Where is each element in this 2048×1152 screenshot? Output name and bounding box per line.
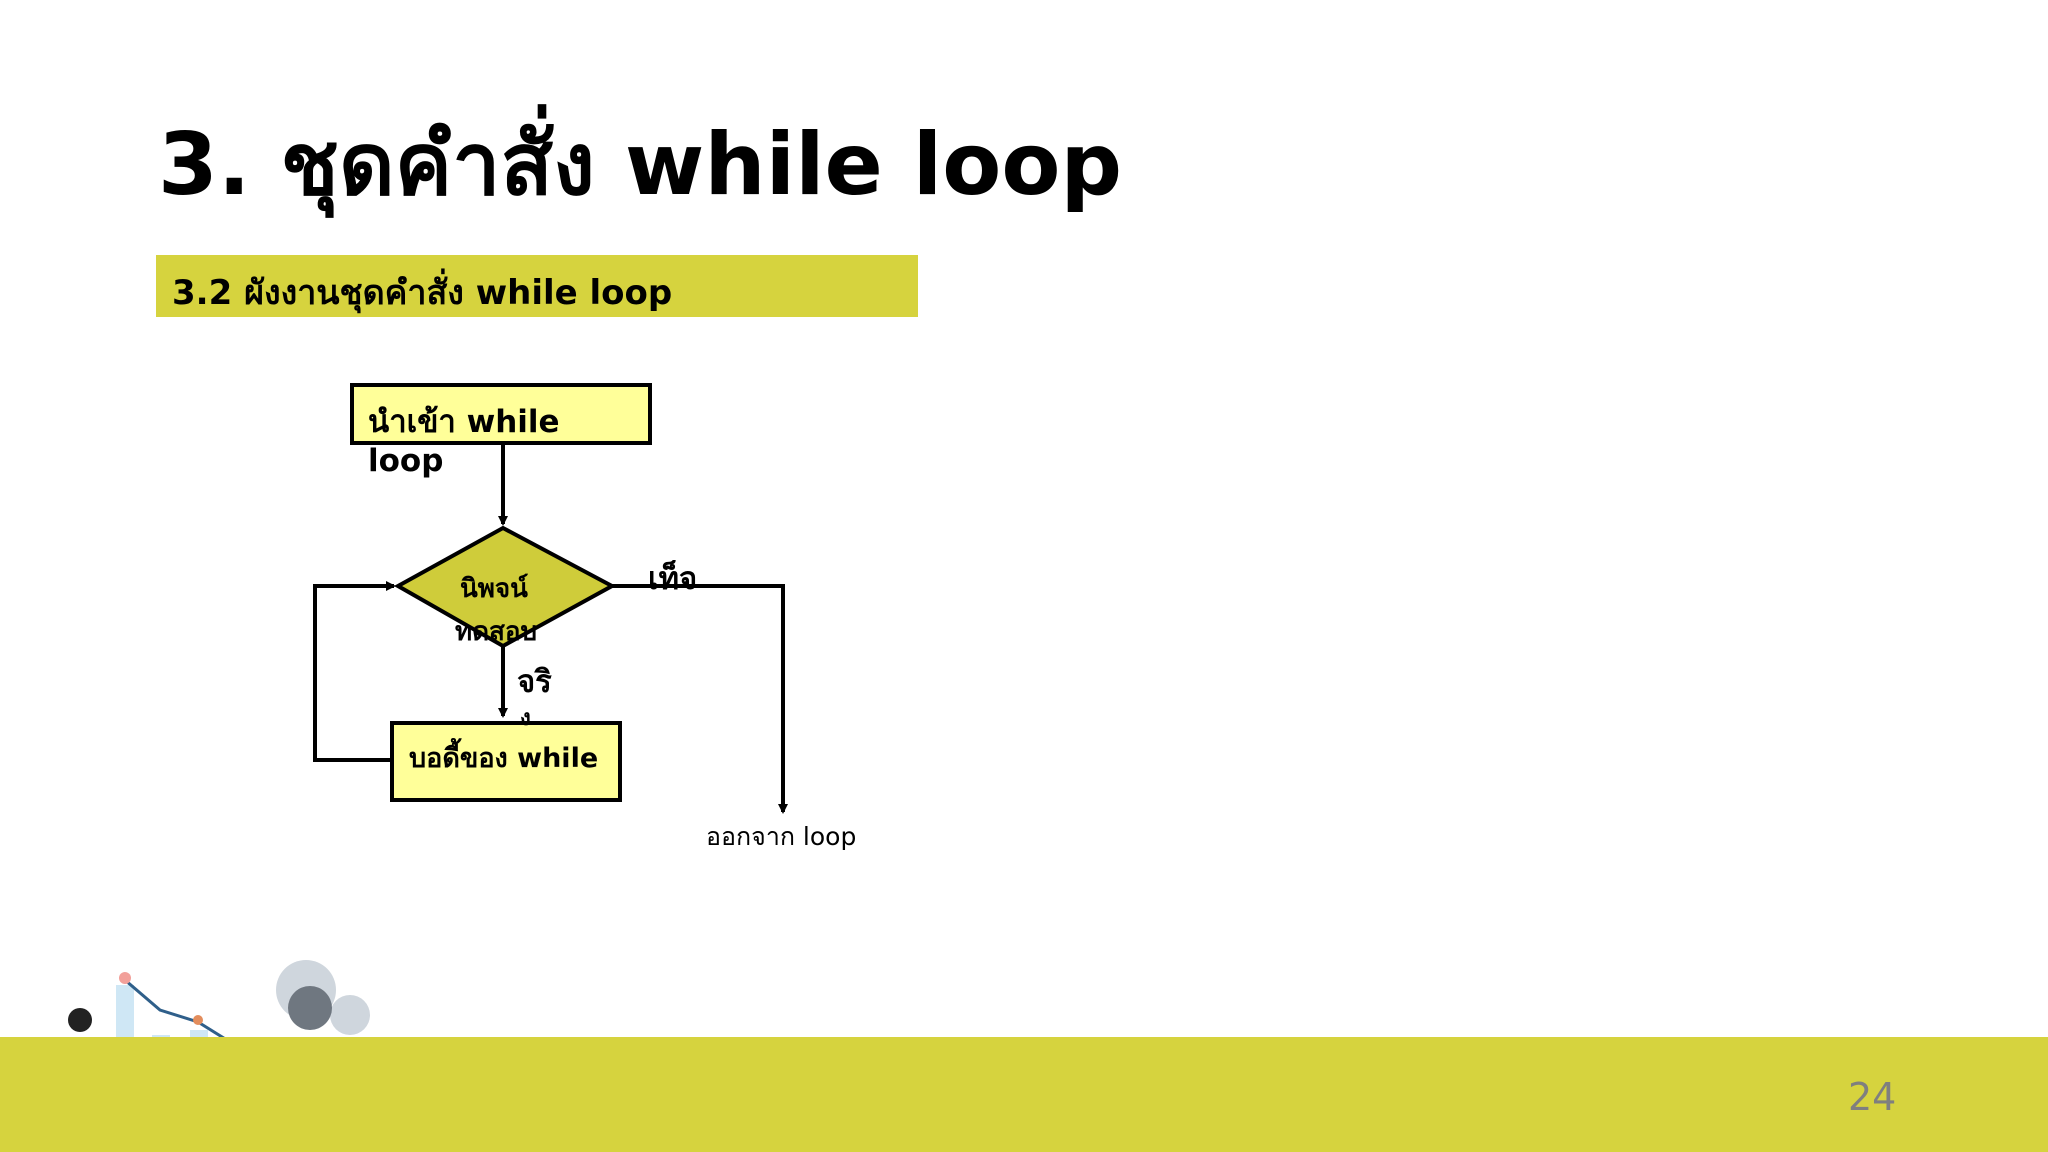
false-label: เท็จ (648, 561, 698, 597)
true-label-line2: ง (520, 706, 531, 731)
slide-title: 3. ชุดคำสั่ง while loop (158, 115, 1123, 215)
condition-label-line2: ทดสอบ (455, 617, 538, 647)
start-box (350, 383, 652, 445)
body-label: บอดี้ของ while (409, 743, 599, 774)
page-number: 24 (1848, 1075, 1897, 1119)
loop-back-path (313, 581, 396, 762)
false-path (612, 584, 788, 814)
true-label-line1: จริ (517, 664, 552, 700)
exit-label: ออกจาก loop (706, 822, 857, 851)
condition-label-line1: นิพจน์ (460, 574, 528, 604)
footer-band (0, 1037, 2048, 1152)
subtitle-text: 3.2 ผังงานชุดคำสั่ง while loop (172, 273, 673, 313)
start-label-line2: loop (368, 443, 444, 479)
body-box (390, 721, 622, 802)
subtitle-banner: 3.2 ผังงานชุดคำสั่ง while loop (156, 255, 918, 317)
start-label-line1: นำเข้า while (368, 404, 560, 440)
